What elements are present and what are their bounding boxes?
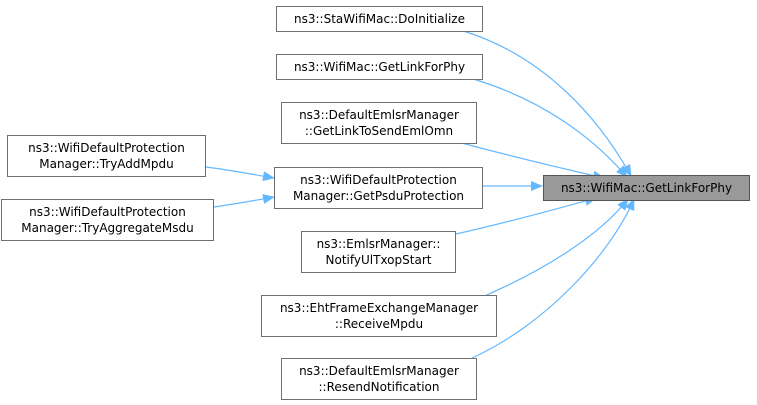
target-node-getlinkforphy: ns3::WifiMac::GetLinkForPhy xyxy=(543,175,750,201)
edge-getlinktosendemlomn-to-target xyxy=(457,141,605,181)
caller-node-label-line1: ns3::EhtFrameExchangeManager xyxy=(279,301,479,315)
target-node-label: ns3::WifiMac::GetLinkForPhy xyxy=(560,181,733,195)
caller-node-label: ns3::StaWifiMac::DoInitialize xyxy=(294,12,465,26)
caller-node-label-line2: ::GetLinkToSendEmlOmn xyxy=(304,124,454,138)
edge-notifyultxopstart-to-target xyxy=(455,196,597,235)
caller-node-tryaggregatemsdu[interactable]: ns3::WifiDefaultProtection Manager::TryA… xyxy=(1,199,214,241)
caller-node-label-line2: NotifyUlTxopStart xyxy=(325,253,432,267)
caller-node-label-line1: ns3::EmlsrManager:: xyxy=(316,237,441,251)
edge-resendnotification-to-target xyxy=(471,198,635,359)
caller-node-getpsduprotection[interactable]: ns3::WifiDefaultProtection Manager::GetP… xyxy=(274,167,483,209)
edge-getlinkforphy-to-target xyxy=(469,77,628,178)
caller-node-label-line1: ns3::WifiDefaultProtection xyxy=(29,205,186,219)
caller-node-label-line1: ns3::WifiDefaultProtection xyxy=(300,173,457,187)
edge-tryaggregatemsdu-to-getpsduprotection xyxy=(213,194,275,208)
caller-node-label-line2: ::ResendNotification xyxy=(318,380,440,394)
caller-node-getlinktosendemlomn[interactable]: ns3::DefaultEmlsrManager ::GetLinkToSend… xyxy=(281,102,477,144)
caller-node-label: ns3::WifiMac::GetLinkForPhy xyxy=(293,60,466,74)
caller-node-resendnotification[interactable]: ns3::DefaultEmlsrManager ::ResendNotific… xyxy=(281,358,477,400)
caller-node-tryaddmpdu[interactable]: ns3::WifiDefaultProtection Manager::TryA… xyxy=(7,135,206,177)
caller-node-label-line1: ns3::DefaultEmlsrManager xyxy=(299,108,459,122)
caller-node-label-line2: Manager::GetPsduProtection xyxy=(292,189,465,203)
caller-node-label-line2: ::ReceiveMpdu xyxy=(334,317,424,331)
caller-node-label-line2: Manager::TryAddMpdu xyxy=(39,157,174,171)
caller-node-label-line1: ns3::WifiDefaultProtection xyxy=(28,141,185,155)
caller-node-label-line1: ns3::DefaultEmlsrManager xyxy=(299,364,459,378)
caller-node-label-line2: Manager::TryAggregateMsdu xyxy=(21,221,194,235)
edge-receivempdu-to-target xyxy=(479,198,629,299)
caller-node-receivempdu[interactable]: ns3::EhtFrameExchangeManager ::ReceiveMp… xyxy=(261,295,497,337)
caller-node-sta-doinitialize[interactable]: ns3::StaWifiMac::DoInitialize xyxy=(276,6,483,32)
edge-doinitialize-to-target xyxy=(459,29,632,177)
caller-node-getlinkforphy[interactable]: ns3::WifiMac::GetLinkForPhy xyxy=(276,54,483,80)
caller-node-notifyultxopstart[interactable]: ns3::EmlsrManager:: NotifyUlTxopStart xyxy=(301,231,456,273)
edge-tryaddmpdu-to-getpsduprotection xyxy=(205,166,275,182)
